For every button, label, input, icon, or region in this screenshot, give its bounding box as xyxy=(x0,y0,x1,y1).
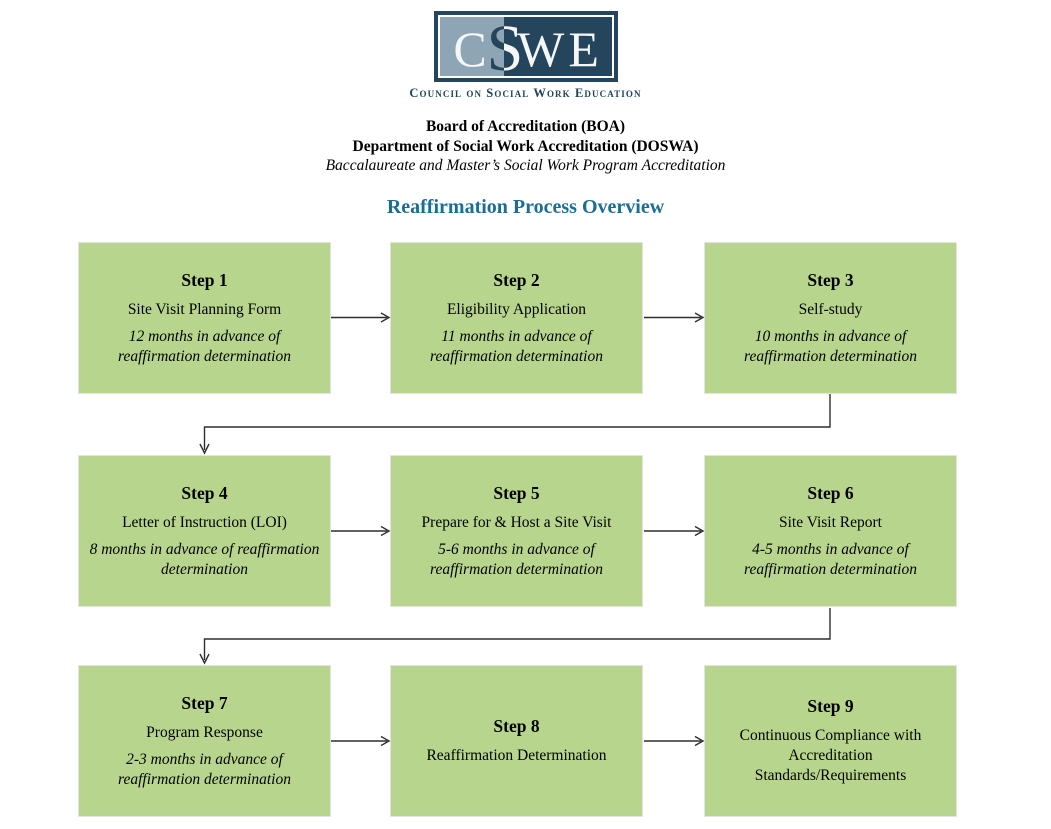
step-box-6: Step 6 Site Visit Report 4-5 months in a… xyxy=(704,455,957,607)
step-label: Self-study xyxy=(798,300,863,318)
step-timing: 5-6 months in advance of reaffirmation d… xyxy=(430,540,603,578)
step-box-7: Step 7 Program Response 2-3 months in ad… xyxy=(78,665,331,817)
header-line-doswa: Department of Social Work Accreditation … xyxy=(352,137,699,155)
step-timing: 8 months in advance of reaffirmation det… xyxy=(89,540,320,578)
step-box-8: Step 8 Reaffirmation Determination xyxy=(390,665,643,817)
arrow-step7-to-step8 xyxy=(331,735,391,747)
step-label: Eligibility Application xyxy=(446,300,587,318)
arrow-step4-to-step5 xyxy=(331,525,391,537)
logo-letters-we: WE xyxy=(517,21,603,77)
header-line-boa: Board of Accreditation (BOA) xyxy=(425,118,626,135)
step-box-5: Step 5 Prepare for & Host a Site Visit 5… xyxy=(390,455,643,607)
step-label: Continuous Compliance with Accreditation… xyxy=(739,727,922,784)
step-title: Step 5 xyxy=(493,482,540,503)
step-timing: 2-3 months in advance of reaffirmation d… xyxy=(118,750,291,788)
arrow-step1-to-step2 xyxy=(331,312,391,323)
step-title: Step 8 xyxy=(493,716,540,736)
step-label: Prepare for & Host a Site Visit xyxy=(421,513,612,531)
step-label: Program Response xyxy=(146,723,263,741)
step-label: Letter of Instruction (LOI) xyxy=(122,513,287,531)
step-title: Step 6 xyxy=(807,482,854,503)
step-timing: 4-5 months in advance of reaffirmation d… xyxy=(744,540,917,578)
step-label: Site Visit Planning Form xyxy=(127,300,282,318)
step-timing: 10 months in advance of reaffirmation de… xyxy=(744,327,917,365)
arrow-step5-to-step6 xyxy=(644,525,705,537)
step-title: Step 2 xyxy=(493,269,540,290)
step-box-2: Step 2 Eligibility Application 11 months… xyxy=(390,242,643,394)
logo-letter-s-light: S xyxy=(487,12,524,82)
step-title: Step 9 xyxy=(807,696,854,716)
step-box-4: Step 4 Letter of Instruction (LOI) 8 mon… xyxy=(78,455,331,607)
logo-caption: Council on Social Work Education xyxy=(409,86,642,100)
logo-letter-s-dark: S xyxy=(487,12,524,82)
step-title: Step 1 xyxy=(181,269,228,290)
document-header: Board of Accreditation (BOA) Department … xyxy=(0,117,1051,176)
step-title: Step 7 xyxy=(181,692,228,713)
step-box-9: Step 9 Continuous Compliance with Accred… xyxy=(704,665,957,817)
page-title: Reaffirmation Process Overview xyxy=(386,196,665,218)
step-box-1: Step 1 Site Visit Planning Form 12 month… xyxy=(78,242,331,394)
logo-letter-c: C xyxy=(453,21,486,77)
step-box-3: Step 3 Self-study 10 months in advance o… xyxy=(704,242,957,394)
step-title: Step 3 xyxy=(807,269,854,290)
step-label: Site Visit Report xyxy=(779,513,882,531)
step-title: Step 4 xyxy=(181,482,228,503)
header-line-programs: Baccalaureate and Master’s Social Work P… xyxy=(325,157,726,174)
arrow-step8-to-step9 xyxy=(644,735,705,747)
cswe-logo: C WE S S xyxy=(434,11,618,82)
step-timing: 12 months in advance of reaffirmation de… xyxy=(118,327,291,365)
step-label: Reaffirmation Determination xyxy=(426,747,607,764)
logo-left-panel xyxy=(440,17,504,76)
connector-step6-to-step7 xyxy=(199,608,831,665)
logo-right-panel xyxy=(504,17,612,76)
arrow-step2-to-step3 xyxy=(644,312,705,323)
step-timing: 11 months in advance of reaffirmation de… xyxy=(430,327,603,365)
connector-step3-to-step4 xyxy=(199,394,831,455)
